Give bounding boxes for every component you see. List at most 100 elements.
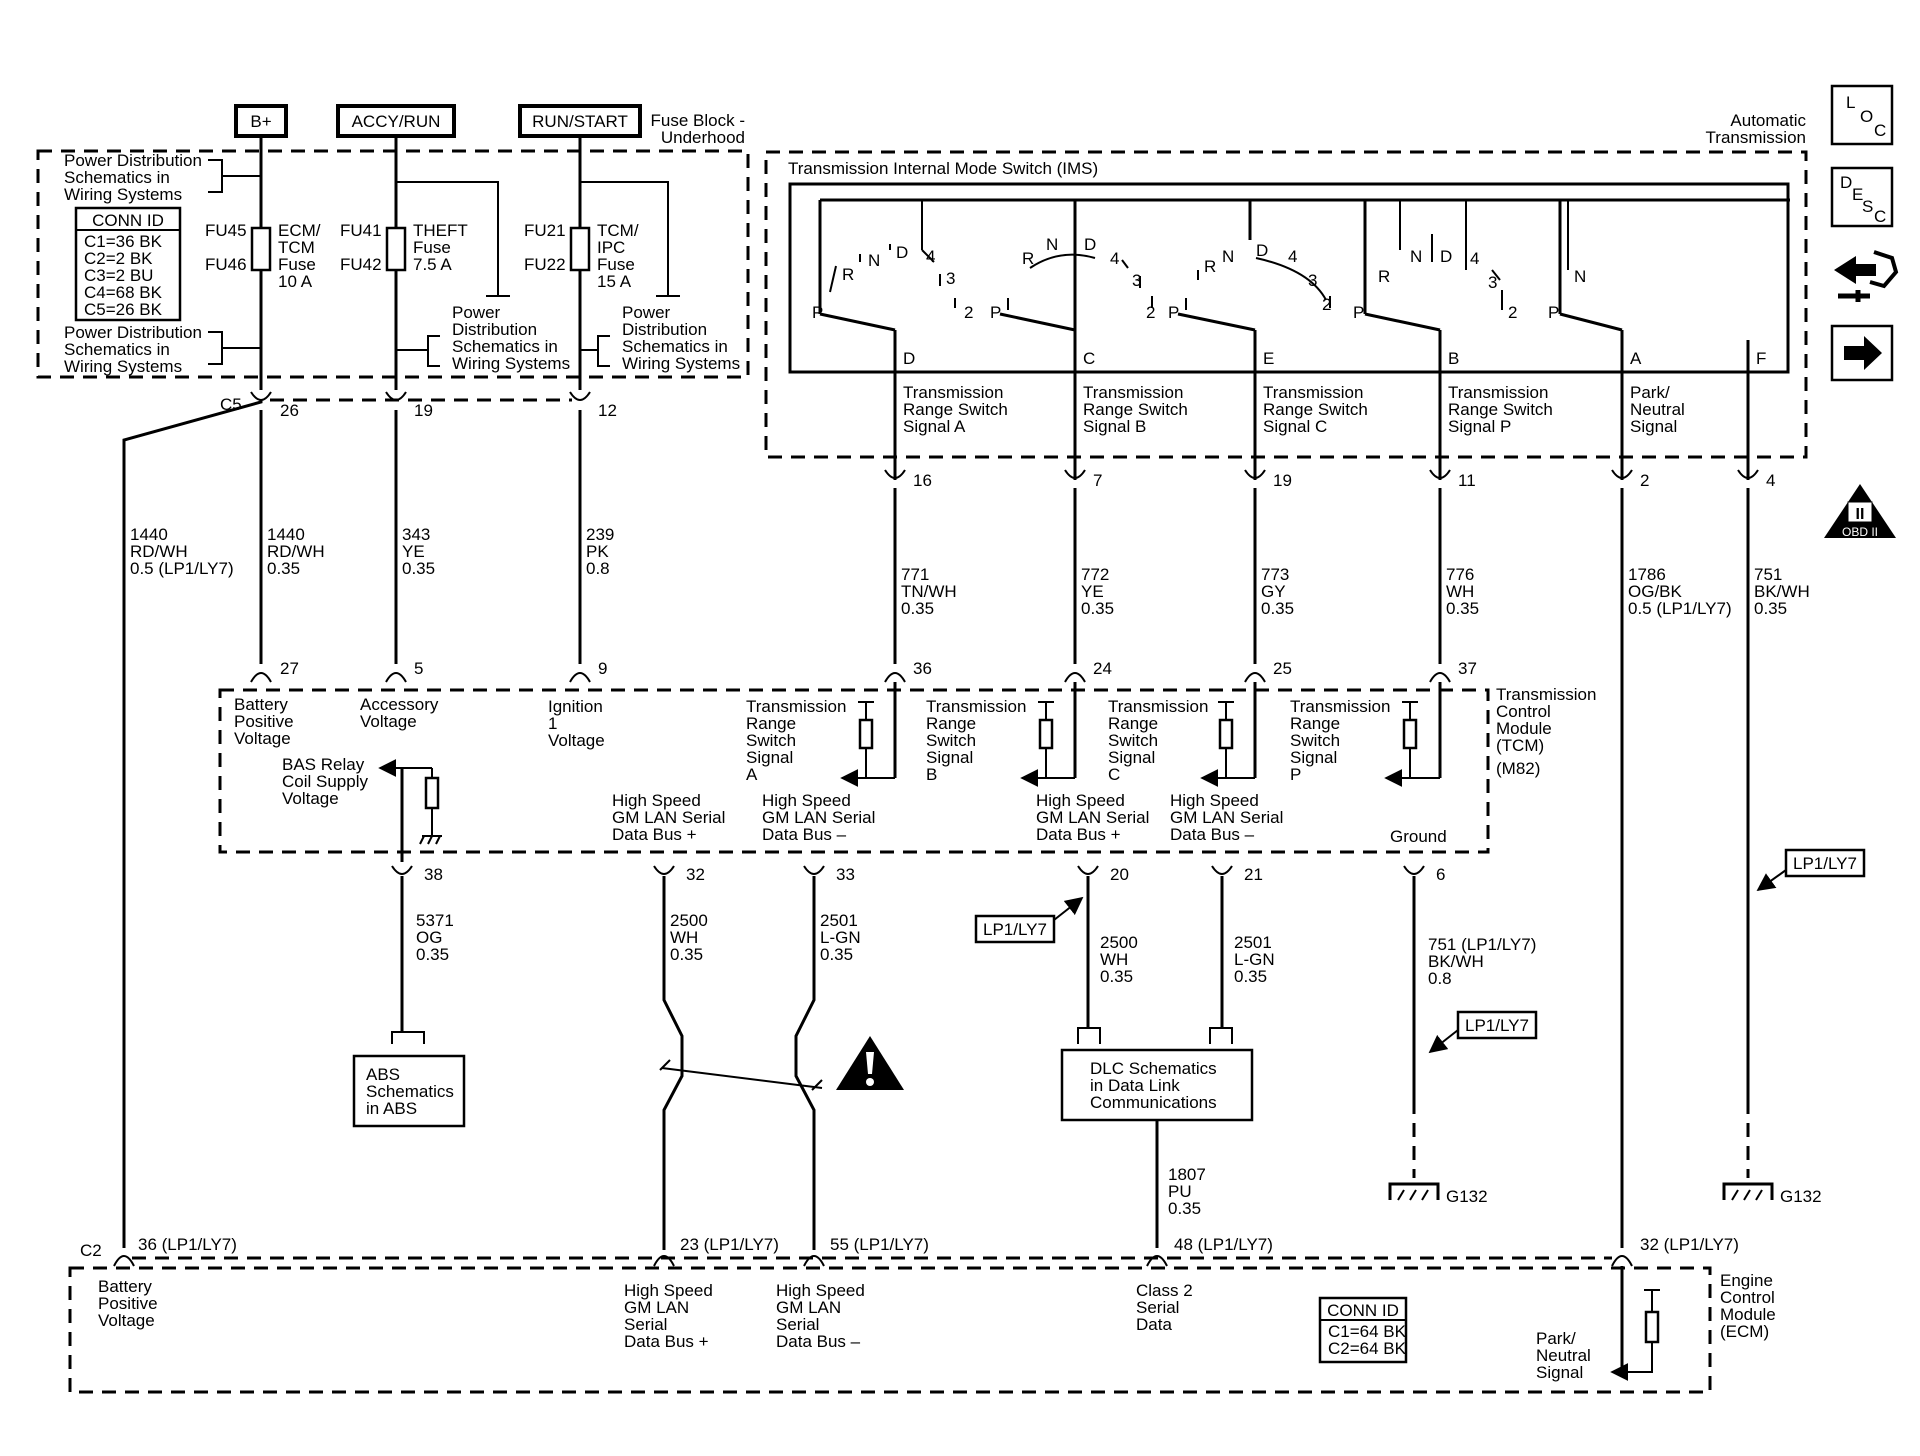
svg-text:27: 27 [280, 659, 299, 678]
svg-text:Battery: Battery [98, 1277, 152, 1296]
svg-text:36 (LP1/LY7): 36 (LP1/LY7) [138, 1235, 237, 1254]
svg-text:33: 33 [836, 865, 855, 884]
svg-text:Switch: Switch [1108, 731, 1158, 750]
svg-text:24: 24 [1093, 659, 1112, 678]
next-icon[interactable] [1830, 324, 1894, 382]
wire-2501-ecm [794, 876, 816, 1250]
svg-text:Power Distribution: Power Distribution [64, 151, 202, 170]
svg-text:9: 9 [598, 659, 607, 678]
range-switch-a: P R N D 4 3 2 D [812, 200, 973, 480]
svg-text:C1=64 BK: C1=64 BK [1328, 1322, 1407, 1341]
svg-text:Control: Control [1496, 702, 1551, 721]
svg-text:Park/: Park/ [1630, 383, 1670, 402]
svg-text:7: 7 [1093, 471, 1102, 490]
svg-text:Data Bus –: Data Bus – [762, 825, 847, 844]
svg-text:C5=26 BK: C5=26 BK [84, 300, 163, 319]
svg-text:11: 11 [1458, 471, 1476, 490]
svg-text:Coil Supply: Coil Supply [282, 772, 368, 791]
svg-text:1440: 1440 [130, 525, 168, 544]
svg-text:Data Bus –: Data Bus – [776, 1332, 861, 1351]
svg-text:Signal: Signal [746, 748, 793, 767]
desc-icon[interactable]: D E S C [1830, 166, 1894, 228]
svg-text:Fuse: Fuse [413, 238, 451, 257]
svg-text:4: 4 [1110, 249, 1119, 268]
svg-text:2500: 2500 [1100, 933, 1138, 952]
svg-text:Voltage: Voltage [234, 729, 291, 748]
svg-text:Signal: Signal [1290, 748, 1337, 767]
svg-text:Range Switch: Range Switch [903, 400, 1008, 419]
power-dist-ref-bottom: Power Distribution Schematics in Wiring … [64, 323, 261, 376]
svg-text:RUN/START: RUN/START [532, 112, 628, 131]
svg-text:D: D [1840, 173, 1852, 192]
svg-text:Schematics in: Schematics in [452, 337, 558, 356]
tcm-bottom-pins: 38 32 33 20 21 6 [391, 865, 1445, 884]
svg-text:0.5 (LP1/LY7): 0.5 (LP1/LY7) [130, 559, 234, 578]
twisted-pair-mark [659, 1059, 671, 1071]
svg-text:48 (LP1/LY7): 48 (LP1/LY7) [1174, 1235, 1273, 1254]
power-dist-ref-top: Power Distribution Schematics in Wiring … [64, 151, 261, 204]
svg-text:Signal: Signal [1536, 1363, 1583, 1382]
svg-text:Power: Power [622, 303, 671, 322]
svg-text:0.35: 0.35 [416, 945, 449, 964]
svg-text:19: 19 [1273, 471, 1292, 490]
svg-text:0.35: 0.35 [1261, 599, 1294, 618]
twisted-pair-mark-2 [811, 1079, 823, 1091]
svg-text:3: 3 [946, 269, 955, 288]
component-icon[interactable] [1834, 250, 1899, 302]
svg-text:Communications: Communications [1090, 1093, 1217, 1112]
ground-g132-1: G132 [1388, 1100, 1488, 1206]
svg-text:FU41: FU41 [340, 221, 382, 240]
svg-text:Data Bus +: Data Bus + [624, 1332, 709, 1351]
svg-text:343: 343 [402, 525, 430, 544]
svg-text:10 A: 10 A [278, 272, 313, 291]
svg-text:Wiring Systems: Wiring Systems [64, 357, 182, 376]
svg-text:Transmission: Transmission [746, 697, 846, 716]
svg-text:20: 20 [1110, 865, 1129, 884]
svg-text:B+: B+ [250, 112, 271, 131]
svg-text:TN/WH: TN/WH [901, 582, 957, 601]
svg-text:N: N [1046, 235, 1058, 254]
svg-text:Schematics in: Schematics in [64, 340, 170, 359]
svg-text:in ABS: in ABS [366, 1099, 417, 1118]
svg-text:Range: Range [1108, 714, 1158, 733]
svg-text:FU45: FU45 [205, 221, 247, 240]
tcm-range-signal-p: Transmission Range Switch Signal P [1290, 682, 1442, 787]
svg-text:0.35: 0.35 [1081, 599, 1114, 618]
svg-text:High Speed: High Speed [1036, 791, 1125, 810]
svg-text:Control: Control [1720, 1288, 1775, 1307]
svg-text:G132: G132 [1780, 1187, 1822, 1206]
svg-text:0.35: 0.35 [820, 945, 853, 964]
svg-text:36: 36 [913, 659, 932, 678]
svg-text:FU46: FU46 [205, 255, 247, 274]
svg-text:R: R [1022, 249, 1034, 268]
svg-text:LP1/LY7: LP1/LY7 [1465, 1016, 1529, 1035]
svg-text:0.35: 0.35 [267, 559, 300, 578]
svg-text:LP1/LY7: LP1/LY7 [983, 920, 1047, 939]
svg-text:2501: 2501 [820, 911, 858, 930]
svg-text:R: R [1378, 267, 1390, 286]
svg-text:GM LAN Serial: GM LAN Serial [1170, 808, 1283, 827]
svg-text:R: R [1204, 257, 1216, 276]
svg-text:D: D [1084, 235, 1096, 254]
svg-text:23 (LP1/LY7): 23 (LP1/LY7) [680, 1235, 779, 1254]
svg-text:Data Bus –: Data Bus – [1170, 825, 1255, 844]
twisted-pair-line [661, 1067, 823, 1089]
svg-text:High Speed: High Speed [624, 1281, 713, 1300]
svg-text:Serial: Serial [1136, 1298, 1179, 1317]
tcm-range-signal-a: Transmission Range Switch Signal A [746, 682, 897, 787]
option-tag-lp1-2: LP1/LY7 [1428, 1010, 1538, 1054]
svg-text:IPC: IPC [597, 238, 625, 257]
svg-text:B: B [926, 765, 937, 784]
svg-text:4: 4 [926, 247, 935, 266]
loc-icon[interactable]: L O C [1830, 84, 1894, 146]
svg-text:FU21: FU21 [524, 221, 566, 240]
source-run-start: RUN/START [518, 104, 642, 138]
svg-text:High Speed: High Speed [612, 791, 701, 810]
dlc-schematics-ref: DLC Schematics in Data Link Communicatio… [1060, 1027, 1254, 1122]
svg-text:Switch: Switch [926, 731, 976, 750]
svg-text:26: 26 [280, 401, 299, 420]
svg-text:C2=64 BK: C2=64 BK [1328, 1339, 1407, 1358]
option-tag-lp1-3: LP1/LY7 [1756, 848, 1866, 892]
fuse-block-pins: 26 19 12 [250, 391, 617, 420]
svg-text:D: D [1256, 241, 1268, 260]
